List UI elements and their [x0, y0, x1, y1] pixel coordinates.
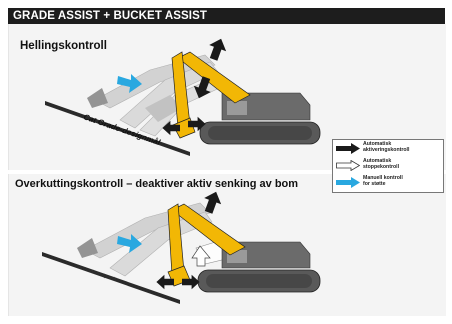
ghost-arm-positions-bottom	[77, 202, 231, 277]
white-arrow-icon	[336, 160, 360, 171]
legend-item-auto-stop: Automatisk stoppekontroll	[335, 158, 443, 172]
legend-label-line1: Automatisk	[363, 141, 392, 147]
excavator-body-bottom	[197, 241, 321, 293]
black-arrow-icon	[336, 143, 360, 154]
legend-label-line1: Automatisk	[363, 158, 392, 164]
design-label-bottom: Cat Grade-designmål	[75, 262, 118, 282]
legend-item-auto-activation: Automatisk aktiveringskontroll	[335, 141, 443, 155]
top-scene: Cat Grade-designmål	[45, 35, 321, 156]
legend-label-line2: for støtte	[363, 180, 386, 187]
design-slope-line	[45, 101, 190, 156]
legend-label-line1: Manuell kontroll	[363, 175, 403, 181]
legend-label-line2: aktiveringskontroll	[363, 146, 410, 153]
legend-item-manual: Manuell kontroll for støtte	[335, 175, 443, 189]
blue-arrow-icon	[336, 177, 360, 188]
design-slope-line-bottom	[42, 252, 180, 304]
manual-blue-arrow-top	[117, 74, 142, 93]
bottom-scene: Cat Grade-designmål	[42, 188, 321, 304]
bottom-arrows	[117, 188, 225, 290]
panel-divider	[8, 170, 445, 174]
excavator-body-top	[199, 92, 321, 145]
slope-control-heading: Hellingskontroll	[20, 40, 107, 52]
ghost-bucket-1	[87, 88, 108, 108]
legend: Automatisk aktiveringskontroll Automatis…	[332, 139, 444, 193]
legend-label-line2: stoppekontroll	[363, 163, 400, 170]
yellow-boom-top	[171, 51, 251, 139]
overcut-control-heading: Overkuttingskontroll – deaktiver aktiv s…	[15, 178, 299, 190]
page-title: GRADE ASSIST + BUCKET ASSIST	[13, 10, 207, 22]
title-bar: GRADE ASSIST + BUCKET ASSIST	[8, 8, 445, 24]
top-arrows	[117, 35, 230, 136]
